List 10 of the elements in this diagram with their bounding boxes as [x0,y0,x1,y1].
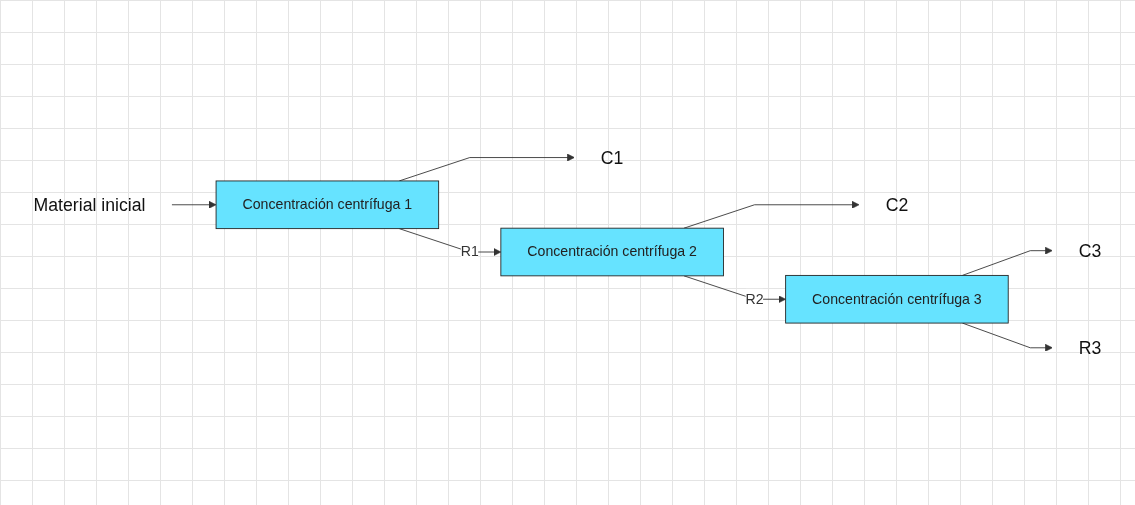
edge-label: R2 [745,291,764,307]
node-box: Concentración centrífuga 2 [500,227,724,277]
node-text: C3 [1078,240,1102,261]
node-box: Concentración centrífuga 1 [215,180,440,229]
edge-label: R1 [460,243,479,259]
node-box: Concentración centrífuga 3 [785,274,1009,324]
node-text: Material inicial [33,194,146,215]
node-text: C1 [600,147,624,168]
node-text: C2 [885,194,909,215]
node-text: R3 [1078,337,1102,358]
